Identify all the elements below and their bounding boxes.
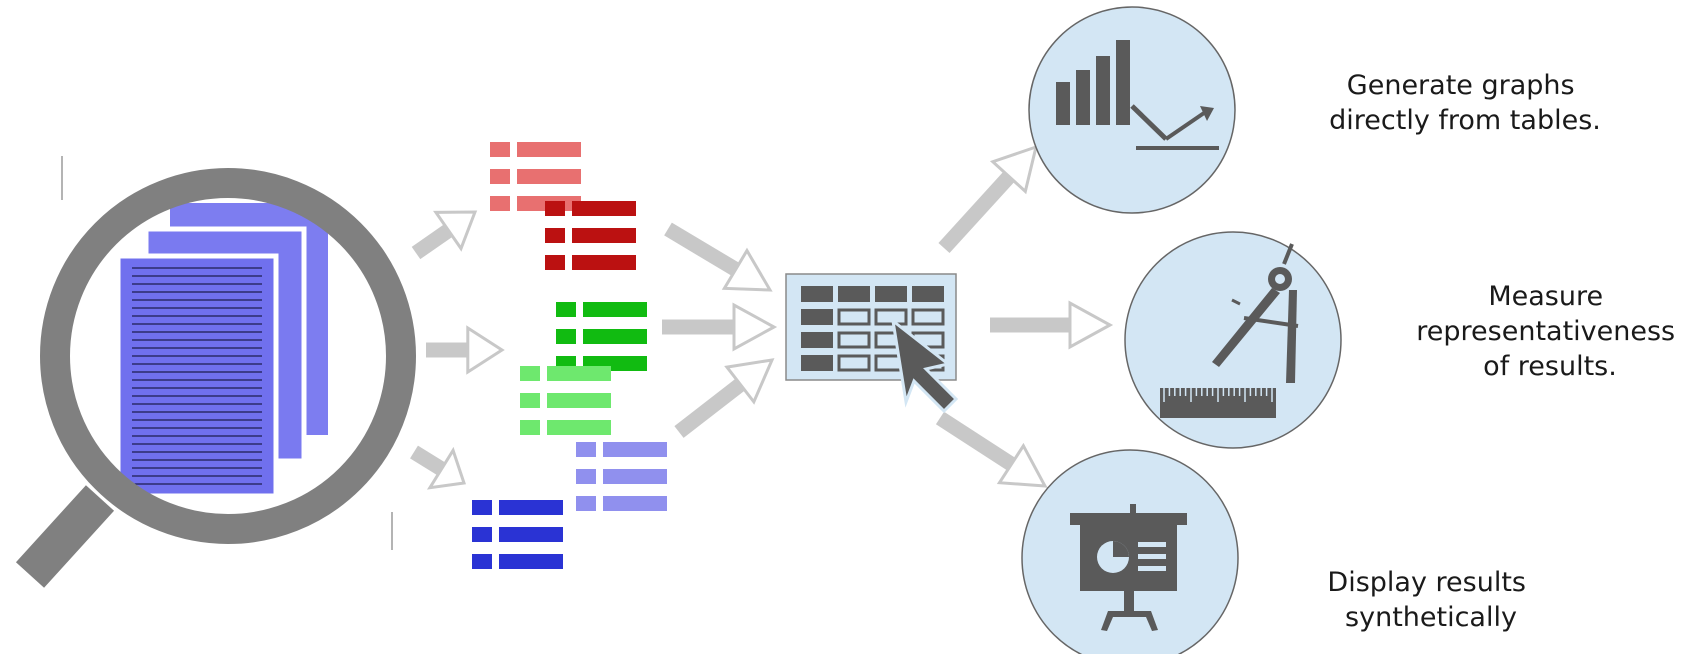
svg-text:Display results synthetica: Display results synthetically [1327, 567, 1534, 633]
flow-arrow [664, 222, 773, 292]
caption-graphs-line1: Generate graphs [1347, 70, 1575, 101]
svg-text:Measure representativeness: Measure representativeness of results. [1416, 281, 1683, 382]
compass-ruler-icon [1124, 231, 1342, 449]
flow-arrow [411, 210, 478, 260]
presentation-board-icon [1021, 449, 1239, 654]
flow-arrow [990, 300, 1114, 350]
list-icon [490, 142, 581, 211]
flow-arrow [938, 144, 1039, 254]
flow-arrow [674, 358, 775, 438]
list-icon [576, 442, 667, 511]
extracted-lists [472, 142, 667, 569]
svg-text:Generate graphs directly f: Generate graphs directly from tables. [1329, 70, 1601, 136]
list-icon [545, 201, 636, 270]
list-icon [520, 366, 611, 435]
caption-measure-line3: of results. [1483, 351, 1617, 382]
flow-arrow [410, 445, 466, 490]
flow-arrow [662, 302, 778, 352]
flow-arrows [410, 144, 1114, 490]
bar-chart-icon [1028, 6, 1236, 214]
list-icon [556, 302, 647, 371]
caption-graphs-line2: directly from tables. [1329, 105, 1601, 136]
table-with-cursor-icon [785, 273, 959, 414]
magnifier-ring [40, 168, 416, 544]
caption-display-line1: Display results [1327, 567, 1526, 598]
flow-arrow [426, 325, 505, 375]
document-stack-icon [115, 203, 328, 499]
caption-measure-line1: Measure [1488, 281, 1603, 312]
caption-display-line2: synthetically [1345, 602, 1517, 633]
caption-measure-line2: representativeness [1416, 316, 1675, 347]
flow-arrow [935, 411, 1048, 488]
list-icon [472, 500, 563, 569]
